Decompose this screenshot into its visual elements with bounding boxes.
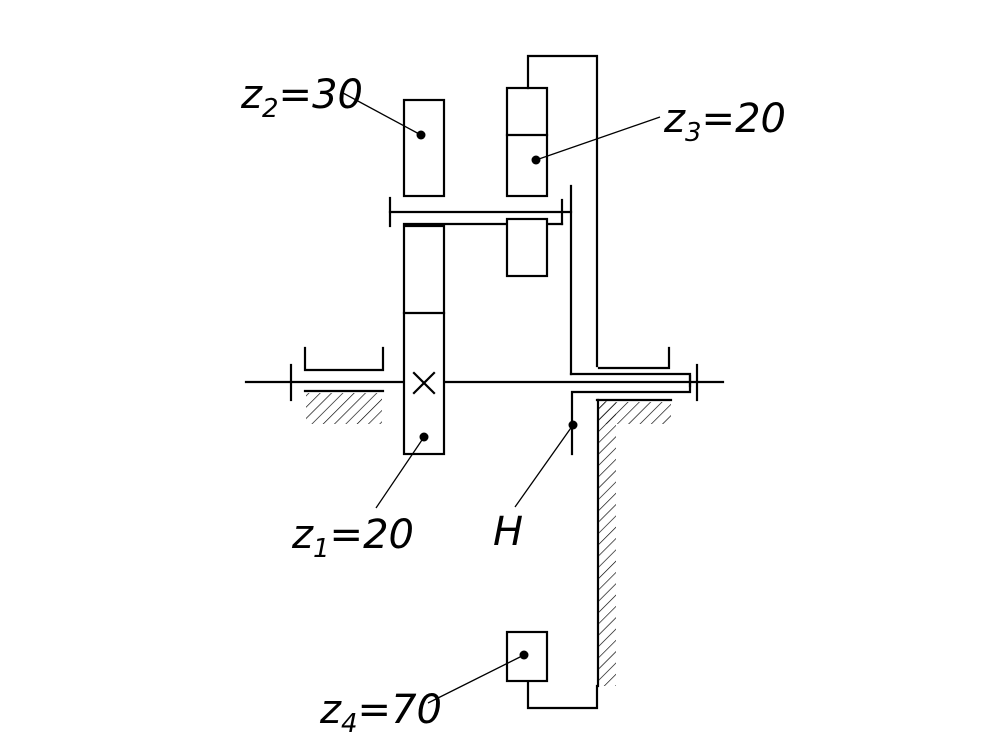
carrier-sleeve: [569, 372, 692, 388]
right-bearing-hatch: [599, 402, 671, 424]
left-bearing-cup: [303, 346, 385, 372]
left-bearing-hatch: [306, 393, 382, 424]
label-z3: z3=20: [663, 96, 786, 148]
label-carrier-h: H: [493, 509, 523, 555]
right-bearing-cup: [597, 346, 671, 370]
label-z2: z2=30: [240, 72, 363, 124]
housing-hatch: [599, 400, 616, 686]
ring-z4: [526, 54, 599, 368]
label-z1: z1=20: [291, 512, 414, 564]
gear-z3-bottom: [505, 217, 549, 278]
gear-z2: [402, 98, 446, 198]
label-z4: z4=70: [319, 687, 442, 739]
gear-z3: [505, 86, 549, 198]
gear-z1: [402, 224, 446, 456]
